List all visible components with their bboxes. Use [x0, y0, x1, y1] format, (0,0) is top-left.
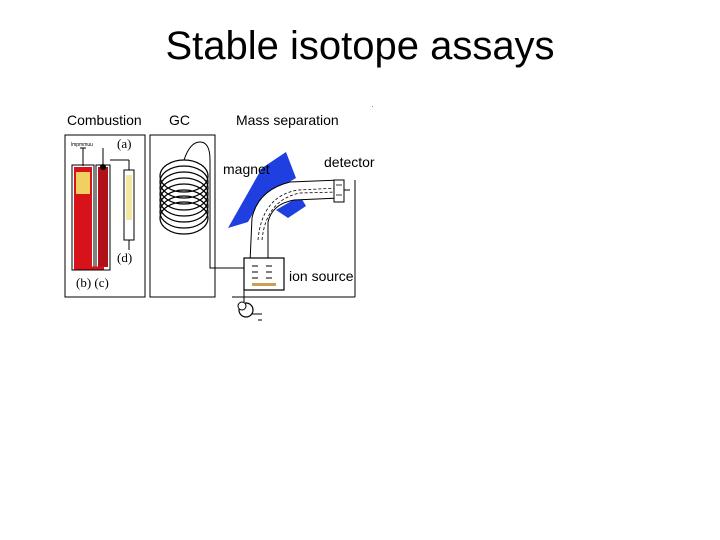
detector-label: detector [324, 154, 375, 170]
combustion-tube-b [71, 147, 95, 271]
magnet-shape [228, 152, 296, 228]
tube-d [110, 159, 135, 250]
transfer-line [183, 141, 246, 269]
gc-coil [159, 159, 209, 235]
detector-collector [333, 179, 345, 203]
page-title: Stable isotope assays [165, 24, 555, 68]
magnet-label: magnet [223, 161, 270, 177]
marker-d: (d) [117, 250, 133, 265]
section-label-gc: GC [169, 112, 190, 128]
combustion-tube-c [95, 148, 111, 271]
section-label-mass-separation: Mass separation [236, 112, 339, 128]
combustion-panel [64, 134, 146, 298]
section-label-combustion: Combustion [67, 112, 142, 128]
gc-panel [149, 134, 216, 298]
ion-source-label: ion source [289, 268, 354, 284]
marker-bc: (b) (c) [76, 275, 109, 290]
marker-a: (a) [117, 136, 132, 151]
marker-small-label: lmpmmuu [71, 142, 93, 148]
